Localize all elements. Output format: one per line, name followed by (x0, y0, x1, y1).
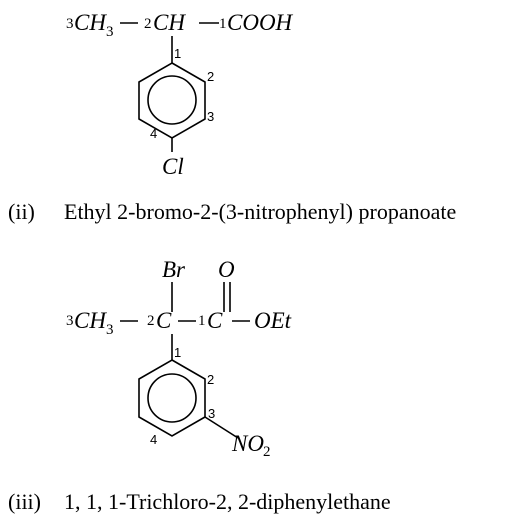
chloro-substituent: Cl (162, 154, 184, 179)
ch3-group: CH (74, 10, 107, 35)
locant-c2: 2 (144, 16, 152, 32)
ring-position-2: 2 (207, 372, 214, 387)
caption-ii-name: Ethyl 2-bromo-2-(3-nitrophenyl) propanoa… (64, 199, 456, 224)
locant-c1: 1 (198, 313, 206, 329)
ring-position-2: 2 (207, 69, 214, 84)
ch-group: CH (153, 10, 186, 35)
aromatic-circle-1 (147, 75, 197, 125)
c2-carbon: C (156, 308, 172, 333)
carbonyl-oxygen: O (218, 257, 235, 282)
ch3-subscript: 3 (106, 24, 114, 40)
ch3-group: CH (74, 308, 107, 333)
aromatic-circle-2 (147, 373, 197, 423)
structure-2: Br O 3 CH 3 2 C 1 C OEt 1 2 3 4 NO 2 (66, 257, 292, 460)
locant-c2: 2 (147, 313, 155, 329)
ring-position-4: 4 (150, 126, 157, 141)
ring-position-3: 3 (208, 406, 215, 421)
cooh-group: COOH (227, 10, 294, 35)
ring-position-3: 3 (207, 109, 214, 124)
locant-c3: 3 (66, 16, 74, 32)
caption-iii-name: 1, 1, 1-Trichloro-2, 2-diphenylethane (64, 489, 391, 514)
ring-position-4: 4 (150, 432, 157, 447)
locant-c1: 1 (219, 16, 227, 32)
bromo-substituent: Br (162, 257, 186, 282)
locant-c3: 3 (66, 313, 74, 329)
nitro-subscript: 2 (263, 444, 271, 460)
benzene-ring-1 (138, 62, 206, 139)
ring-position-1: 1 (174, 46, 181, 61)
bond-ring-no2 (204, 416, 239, 439)
benzene-ring-2 (138, 359, 206, 437)
ring-position-1: 1 (174, 345, 181, 360)
ethoxy-group: OEt (254, 308, 292, 333)
caption-iii-label: (iii) (8, 489, 41, 514)
structure-1: 3 CH 3 2 CH 1 COOH 1 2 3 4 Cl (66, 10, 294, 179)
nitro-group: NO (231, 431, 264, 456)
caption-ii-label: (ii) (8, 199, 35, 224)
ch3-subscript: 3 (106, 322, 114, 338)
c1-carbon: C (207, 308, 223, 333)
